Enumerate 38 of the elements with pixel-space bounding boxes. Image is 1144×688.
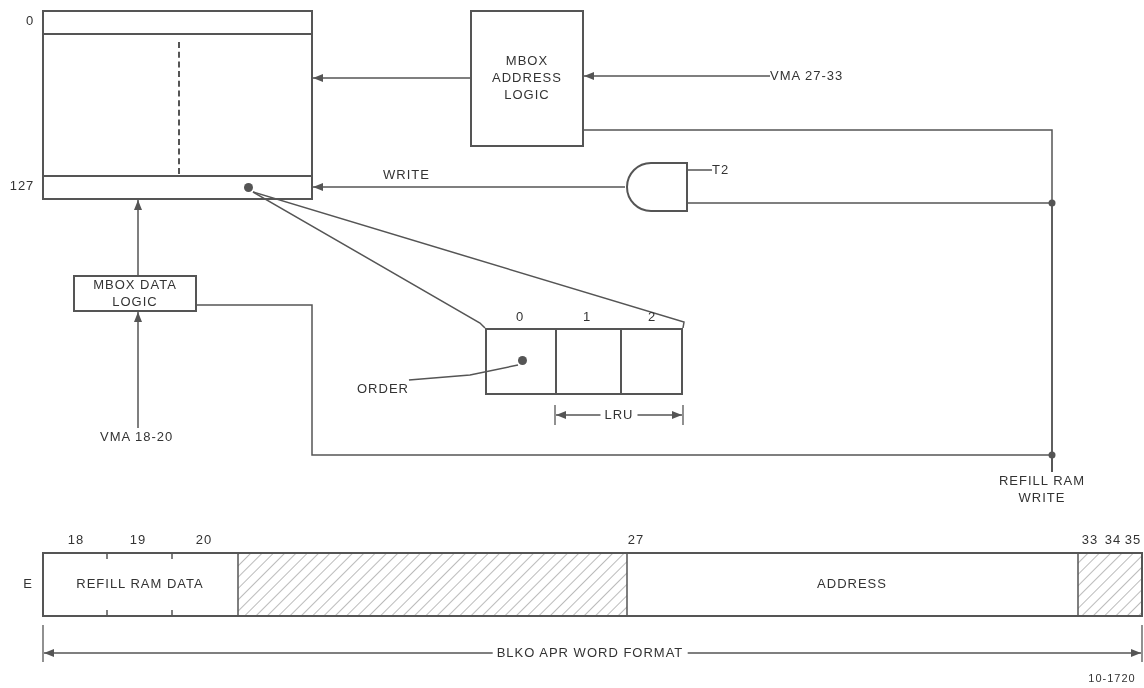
bit-number: 35 xyxy=(1124,532,1142,548)
connector-line xyxy=(408,364,519,381)
bit-number: 18 xyxy=(67,532,85,548)
signal-label: ORDER xyxy=(357,380,409,398)
connector-line xyxy=(134,199,142,276)
connector-line xyxy=(134,311,142,429)
signal-label: VMA 18-20 xyxy=(100,428,174,446)
signal-label: T2 xyxy=(712,161,730,179)
field-label: ADDRESS xyxy=(817,576,887,592)
connector-line xyxy=(687,169,713,171)
bit-number: 33 xyxy=(1081,532,1099,548)
ram-array-box xyxy=(42,10,313,200)
and-gate-symbol xyxy=(625,162,688,212)
bit-index: 0 xyxy=(515,309,525,325)
row-index: 127 xyxy=(9,178,35,194)
bit-number: 34 xyxy=(1104,532,1122,548)
row-index: 0 xyxy=(25,13,35,29)
logic-box: MBOX DATA LOGIC xyxy=(73,275,197,312)
logic-box: MBOX ADDRESS LOGIC xyxy=(470,10,584,147)
bit-index: 2 xyxy=(647,309,657,325)
connector-line xyxy=(312,74,471,82)
bit-number: 19 xyxy=(129,532,147,548)
connector-line xyxy=(196,304,1053,473)
signal-label: REFILL RAM WRITE xyxy=(996,472,1088,506)
dot-marker xyxy=(244,183,253,192)
dot-marker xyxy=(518,356,527,365)
connector-line xyxy=(583,72,771,80)
lru-register-box xyxy=(485,328,683,395)
connector-line xyxy=(252,191,685,329)
bit-index: 1 xyxy=(582,309,592,325)
bit-number: 27 xyxy=(627,532,645,548)
connector-line xyxy=(312,183,626,191)
signal-label: VMA 27-33 xyxy=(770,67,844,85)
field-label: REFILL RAM DATA xyxy=(76,576,204,592)
field-label: E xyxy=(23,576,33,592)
connector-line xyxy=(252,191,486,329)
figure-number: 10-1720 xyxy=(1088,671,1136,686)
bit-number: 20 xyxy=(195,532,213,548)
